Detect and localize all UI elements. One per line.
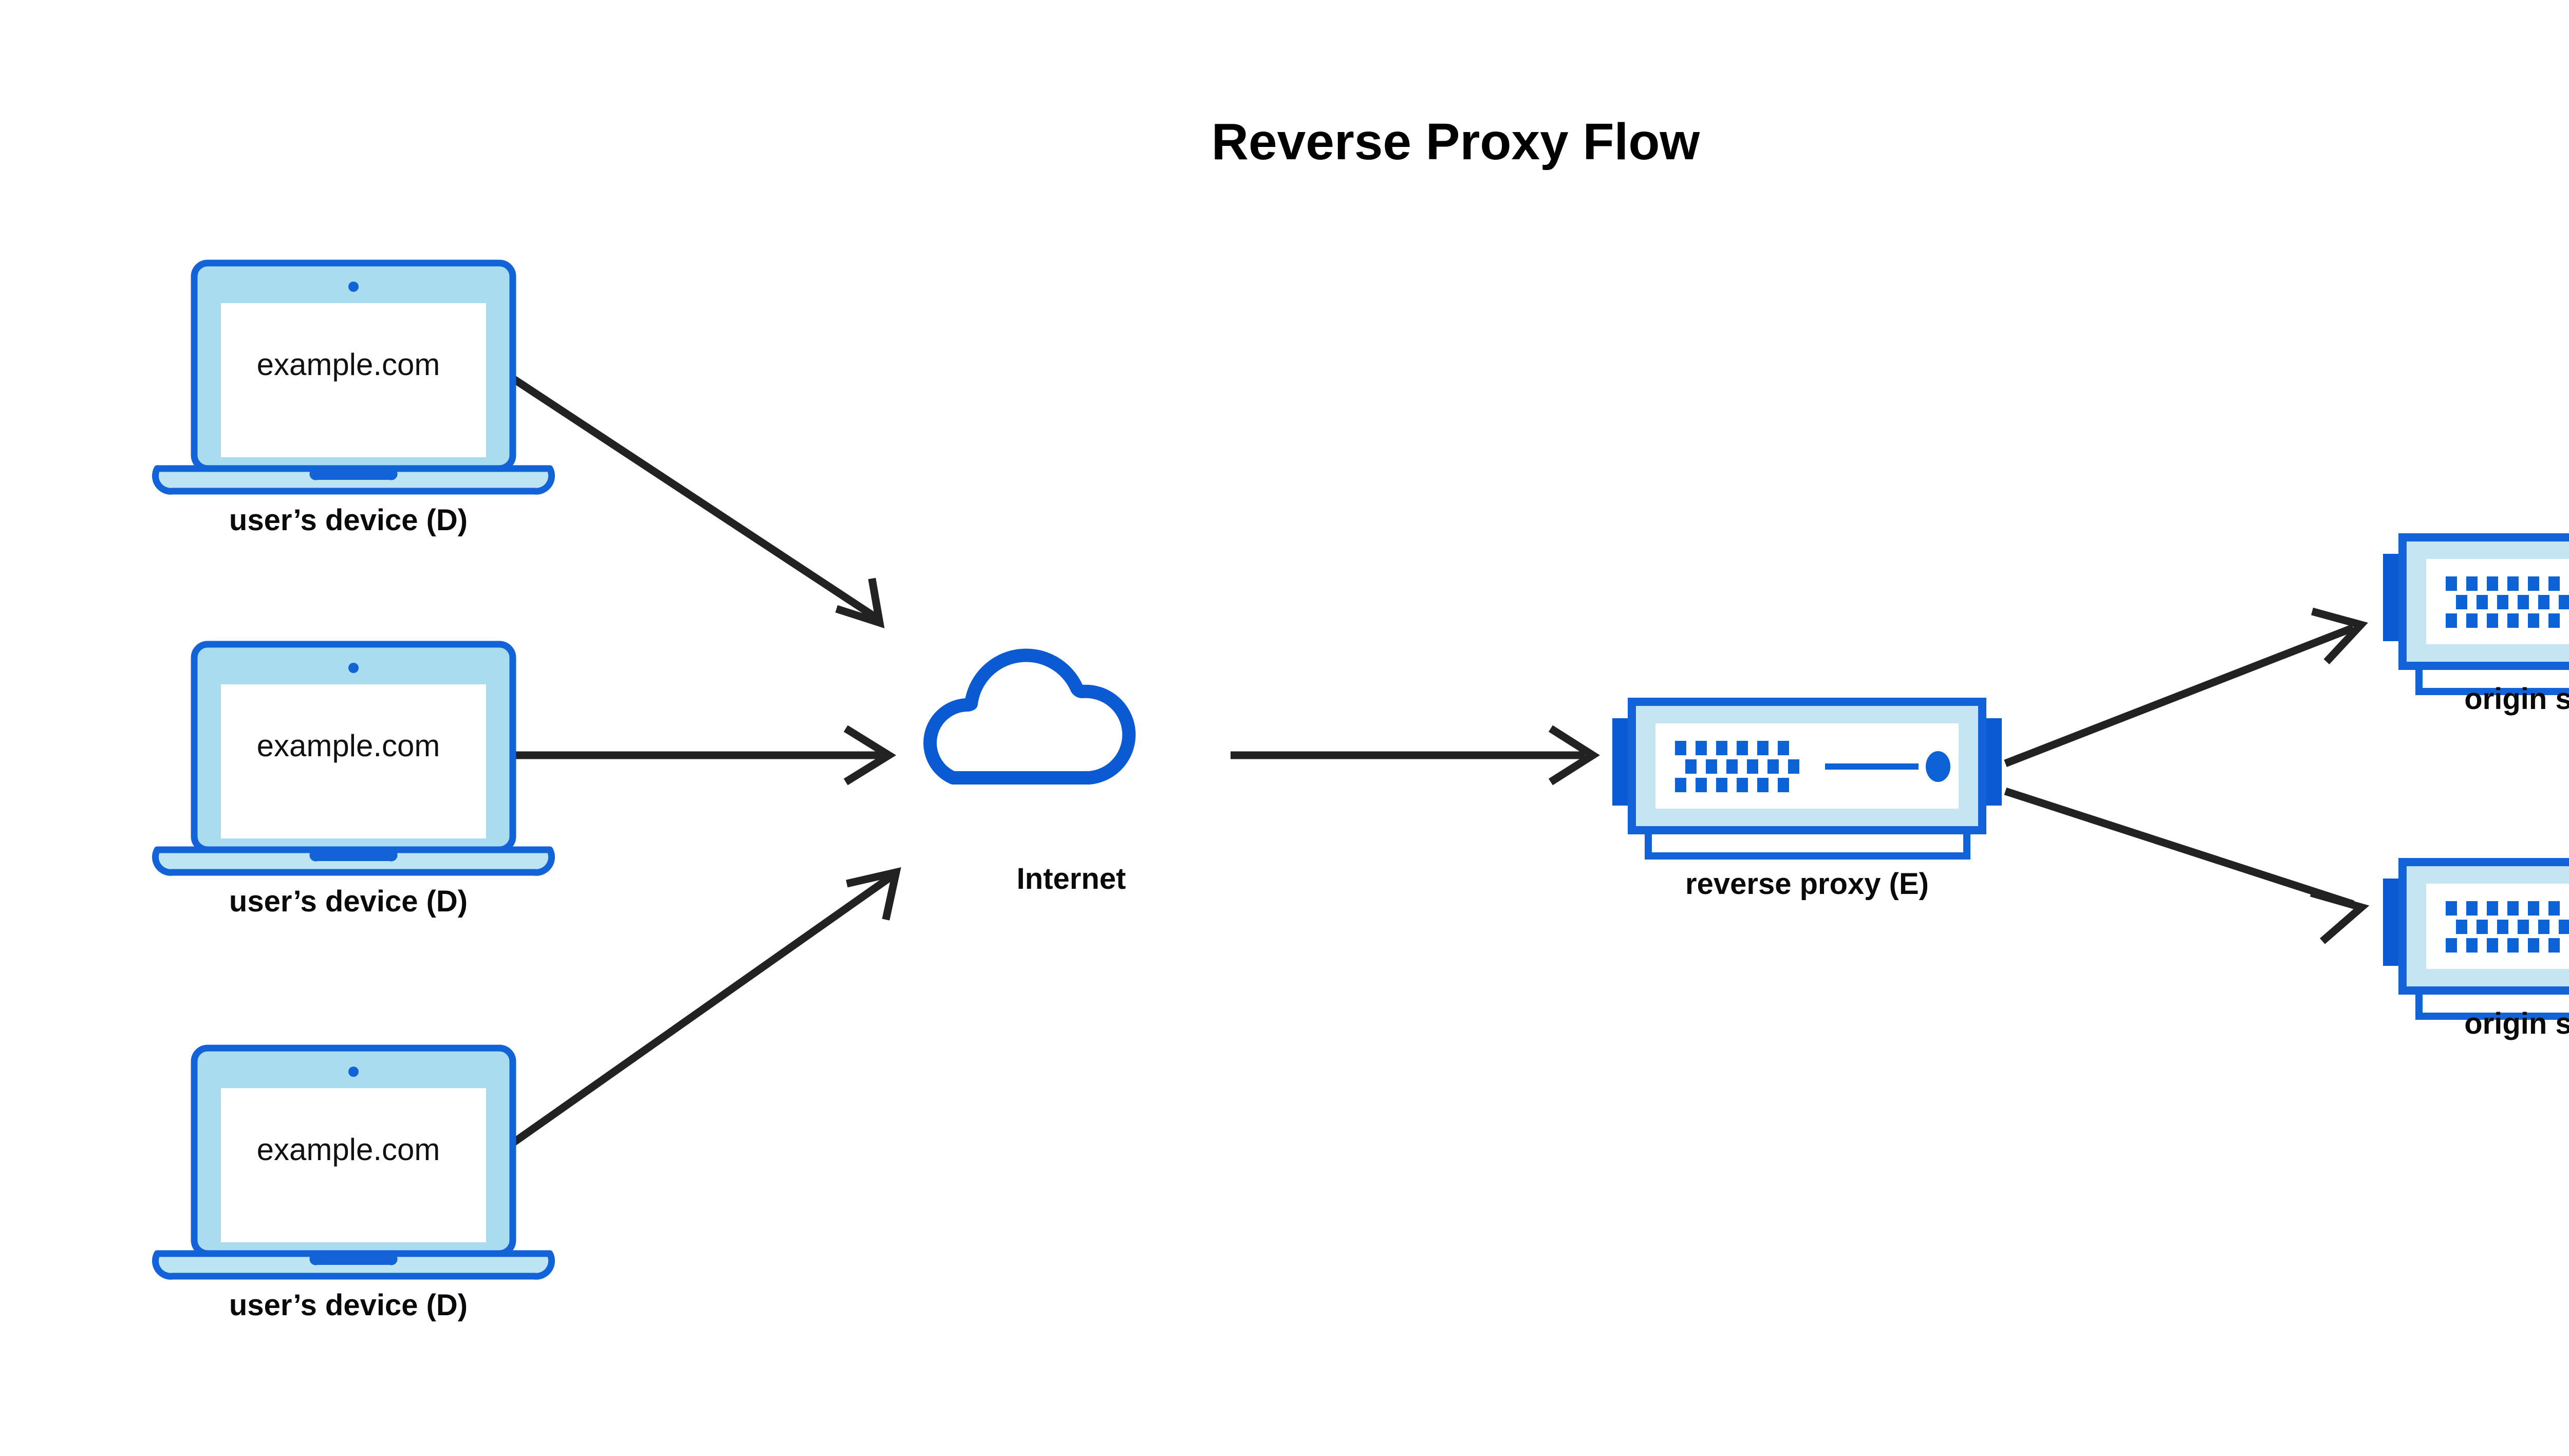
node-internet[interactable]: Internet bbox=[930, 656, 1129, 895]
edge-client2-internet bbox=[506, 725, 897, 786]
internet-label: Internet bbox=[1017, 862, 1126, 895]
edge-client3-internet bbox=[504, 867, 901, 1151]
server-icon bbox=[2383, 537, 2569, 692]
origin-label: origin server (F) bbox=[2464, 682, 2569, 716]
page-title: Reverse Proxy Flow bbox=[1212, 113, 1700, 171]
client-screen-text: example.com bbox=[257, 729, 440, 763]
edge-client1-internet bbox=[504, 370, 885, 628]
node-reverse-proxy[interactable]: reverse proxy (E) bbox=[1612, 702, 2002, 901]
client-label: user’s device (D) bbox=[229, 1289, 468, 1322]
node-client-3[interactable]: example.com user’s device (D) bbox=[155, 1048, 551, 1322]
client-screen-text: example.com bbox=[257, 347, 440, 382]
server-icon bbox=[1612, 702, 2002, 856]
node-client-2[interactable]: example.com user’s device (D) bbox=[155, 644, 551, 918]
origin-label: origin server (F) bbox=[2464, 1007, 2569, 1040]
node-client-1[interactable]: example.com user’s device (D) bbox=[155, 263, 551, 537]
node-origin-1[interactable]: origin server (F) bbox=[2383, 537, 2569, 716]
node-origin-2[interactable]: origin server (F) bbox=[2383, 862, 2569, 1040]
edges-layer bbox=[504, 370, 2370, 1151]
client-label: user’s device (D) bbox=[229, 885, 468, 918]
proxy-label: reverse proxy (E) bbox=[1685, 867, 1929, 901]
client-screen-text: example.com bbox=[257, 1132, 440, 1167]
cloud-icon bbox=[930, 656, 1129, 778]
client-label: user’s device (D) bbox=[229, 503, 468, 537]
edge-internet-proxy bbox=[1231, 725, 1600, 786]
edge-proxy-origin1 bbox=[2004, 607, 2368, 767]
edge-proxy-origin2 bbox=[2004, 787, 2370, 944]
server-icon bbox=[2383, 862, 2569, 1016]
